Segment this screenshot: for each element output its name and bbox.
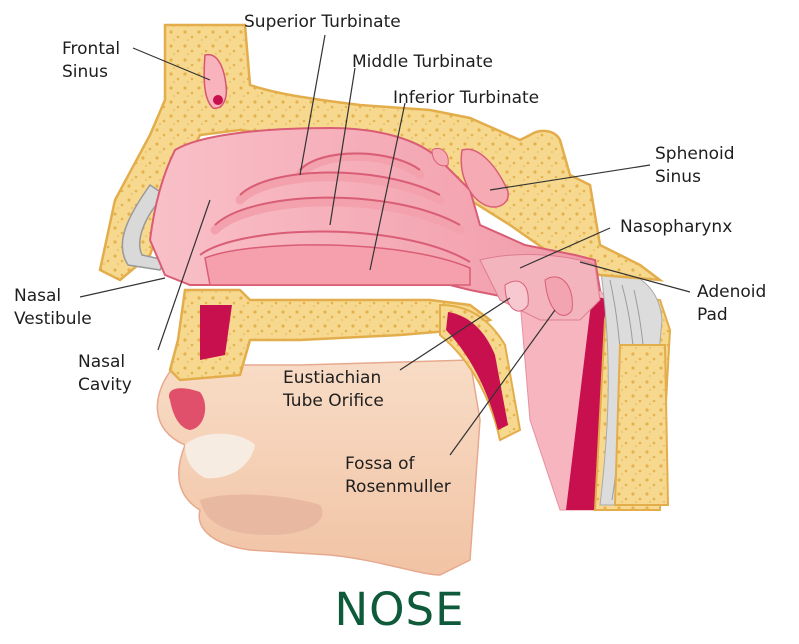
label-frontal-sinus-line2: Sinus xyxy=(62,61,120,84)
label-adenoid-pad-line1: Adenoid xyxy=(697,281,766,304)
label-nasal-cavity: Nasal Cavity xyxy=(78,351,132,397)
label-middle-turbinate: Middle Turbinate xyxy=(352,51,493,74)
vertebra xyxy=(615,345,668,505)
label-nasal-vestibule: Nasal Vestibule xyxy=(14,285,92,331)
label-nasopharynx: Nasopharynx xyxy=(620,216,732,239)
label-fossa-line2: Rosenmuller xyxy=(345,476,451,499)
label-frontal-sinus: Frontal Sinus xyxy=(62,38,120,84)
label-adenoid-pad: Adenoid Pad xyxy=(697,281,766,327)
label-fossa-of-rosenmuller: Fossa of Rosenmuller xyxy=(345,453,451,499)
label-frontal-sinus-line1: Frontal xyxy=(62,38,120,61)
nasopharynx xyxy=(480,255,600,320)
label-nasal-vestibule-line2: Vestibule xyxy=(14,308,92,331)
frontal-sinus-opening xyxy=(213,95,223,105)
label-fossa-line1: Fossa of xyxy=(345,453,451,476)
diagram-title: NOSE xyxy=(0,582,799,638)
label-nasal-cavity-line2: Cavity xyxy=(78,374,132,397)
label-sphenoid-sinus: Sphenoid Sinus xyxy=(655,143,735,189)
label-superior-turbinate: Superior Turbinate xyxy=(244,11,401,34)
label-adenoid-pad-line2: Pad xyxy=(697,304,766,327)
label-nasal-vestibule-line1: Nasal xyxy=(14,285,92,308)
label-eustachian-line1: Eustiachian xyxy=(283,367,384,390)
label-sphenoid-sinus-line2: Sinus xyxy=(655,166,735,189)
label-sphenoid-sinus-line1: Sphenoid xyxy=(655,143,735,166)
label-nasal-cavity-line1: Nasal xyxy=(78,351,132,374)
eustachian-torus xyxy=(505,281,528,311)
label-eustachian-tube-orifice: Eustiachian Tube Orifice xyxy=(283,367,384,413)
label-eustachian-line2: Tube Orifice xyxy=(283,390,384,413)
label-inferior-turbinate: Inferior Turbinate xyxy=(393,87,539,110)
